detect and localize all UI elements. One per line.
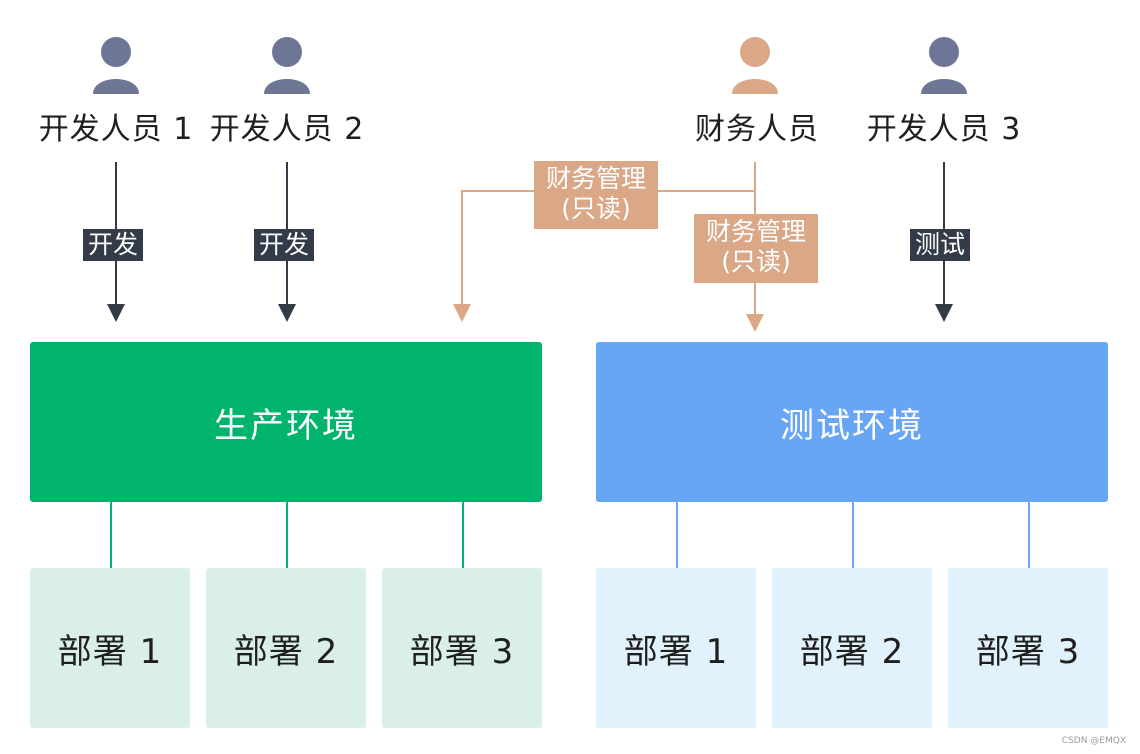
edge-label-finance-test-line1: 财务管理 (705, 217, 806, 246)
developer-person-icon (93, 37, 139, 94)
edge-label-finance-prod: 财务管理 (只读) (534, 161, 658, 229)
production-deployment-2: 部署 2 (206, 568, 366, 728)
edge-label-develop-1: 开发 (83, 229, 144, 261)
edge-label-finance-test-line2: (只读) (721, 247, 791, 276)
arrowhead-finance-test (746, 314, 764, 332)
production-deployment-1: 部署 1 (30, 568, 190, 728)
test-environment-box: 测试环境 (596, 342, 1108, 502)
production-deployment-3: 部署 3 (382, 568, 542, 728)
edge-label-develop-2: 开发 (254, 229, 315, 261)
arrowhead-finance-prod (453, 304, 471, 322)
person-label-developer-1: 开发人员 1 (38, 112, 194, 147)
arrowhead-dev2 (278, 304, 296, 322)
edge-label-finance-test: 财务管理 (只读) (694, 214, 818, 283)
watermark: CSDN @EMQX (1061, 736, 1126, 746)
developer-person-icon (264, 37, 310, 94)
test-deployment-2: 部署 2 (772, 568, 932, 728)
person-label-developer-3: 开发人员 3 (866, 112, 1022, 147)
developer-person-icon (921, 37, 967, 94)
test-deployment-1: 部署 1 (596, 568, 756, 728)
edge-label-finance-prod-line1: 财务管理 (545, 164, 646, 193)
test-deployment-3: 部署 3 (948, 568, 1108, 728)
person-label-developer-2: 开发人员 2 (209, 112, 365, 147)
person-label-finance: 财务人员 (695, 112, 819, 147)
production-environment-box: 生产环境 (30, 342, 542, 502)
arrowhead-dev1 (107, 304, 125, 322)
arrowhead-dev3 (935, 304, 953, 322)
finance-person-icon (732, 37, 778, 94)
edge-label-finance-prod-line2: (只读) (561, 194, 631, 223)
edge-label-test: 测试 (910, 229, 971, 261)
